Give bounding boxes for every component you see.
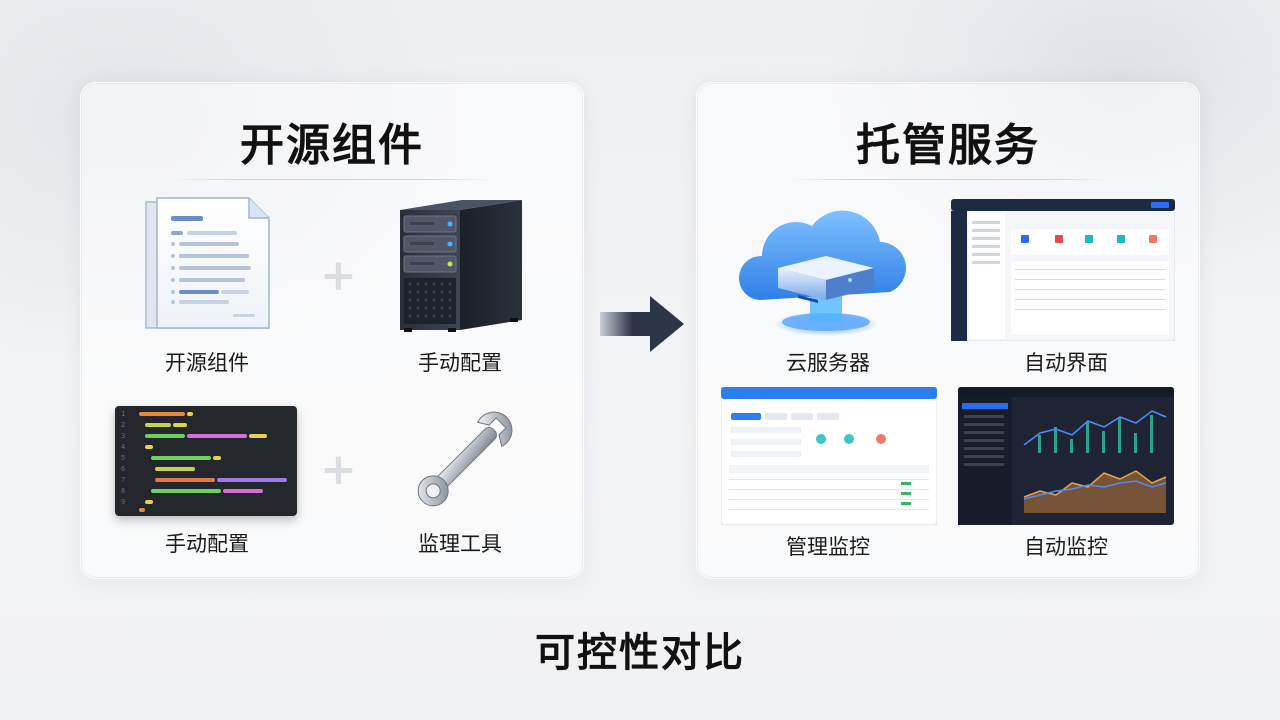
item-label-manual-config: 手动配置 <box>418 351 502 375</box>
divider <box>787 179 1111 180</box>
plus-icon: + <box>320 444 357 495</box>
admin-panel-screenshot <box>721 387 937 525</box>
plus-icon: + <box>320 250 357 301</box>
monitoring-chart-screenshot <box>958 387 1174 525</box>
item-label-auto-monitoring: 自动监控 <box>1024 535 1108 559</box>
server-tower-icon <box>400 200 522 332</box>
comparison-title: 可控性对比 <box>535 630 745 676</box>
divider <box>171 179 495 180</box>
item-label-cloud-server: 云服务器 <box>786 351 870 375</box>
item-label-open-source: 开源组件 <box>165 351 249 375</box>
arrow-right-icon <box>600 296 684 352</box>
document-icon <box>145 197 270 329</box>
item-label-management-monitoring: 管理监控 <box>786 535 870 559</box>
open-source-title: 开源组件 <box>240 120 424 171</box>
managed-service-title: 托管服务 <box>856 120 1040 171</box>
cloud-server-icon <box>738 210 906 336</box>
wrench-icon <box>417 411 513 507</box>
item-label-auto-interface: 自动界面 <box>1024 351 1108 375</box>
dashboard-screenshot <box>951 199 1175 341</box>
item-label-manual-config-code: 手动配置 <box>165 532 249 556</box>
item-label-supervision-tool: 监理工具 <box>418 532 502 556</box>
